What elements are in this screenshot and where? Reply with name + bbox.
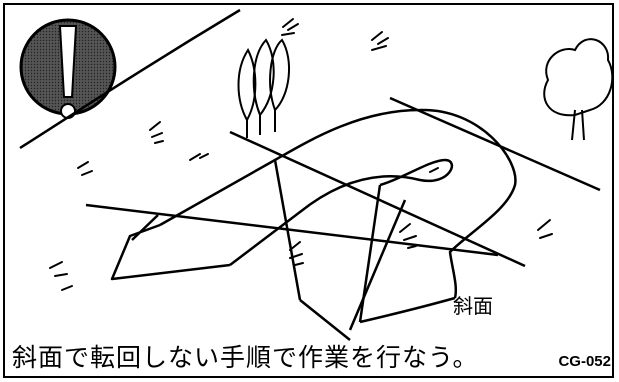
grass-tuft-icon bbox=[49, 18, 553, 291]
work-path bbox=[110, 108, 517, 341]
slope-label: 斜面 bbox=[453, 294, 493, 318]
figure-code: CG-052 bbox=[558, 353, 611, 370]
hill-edge-line bbox=[19, 8, 241, 150]
caption-text: 斜面で転回しない手順で作業を行なう。 bbox=[12, 343, 479, 372]
tree-icon bbox=[237, 38, 614, 141]
warning-exclamation-icon bbox=[19, 18, 117, 119]
frame-border bbox=[3, 3, 614, 378]
field-boundary-lines bbox=[85, 96, 601, 268]
